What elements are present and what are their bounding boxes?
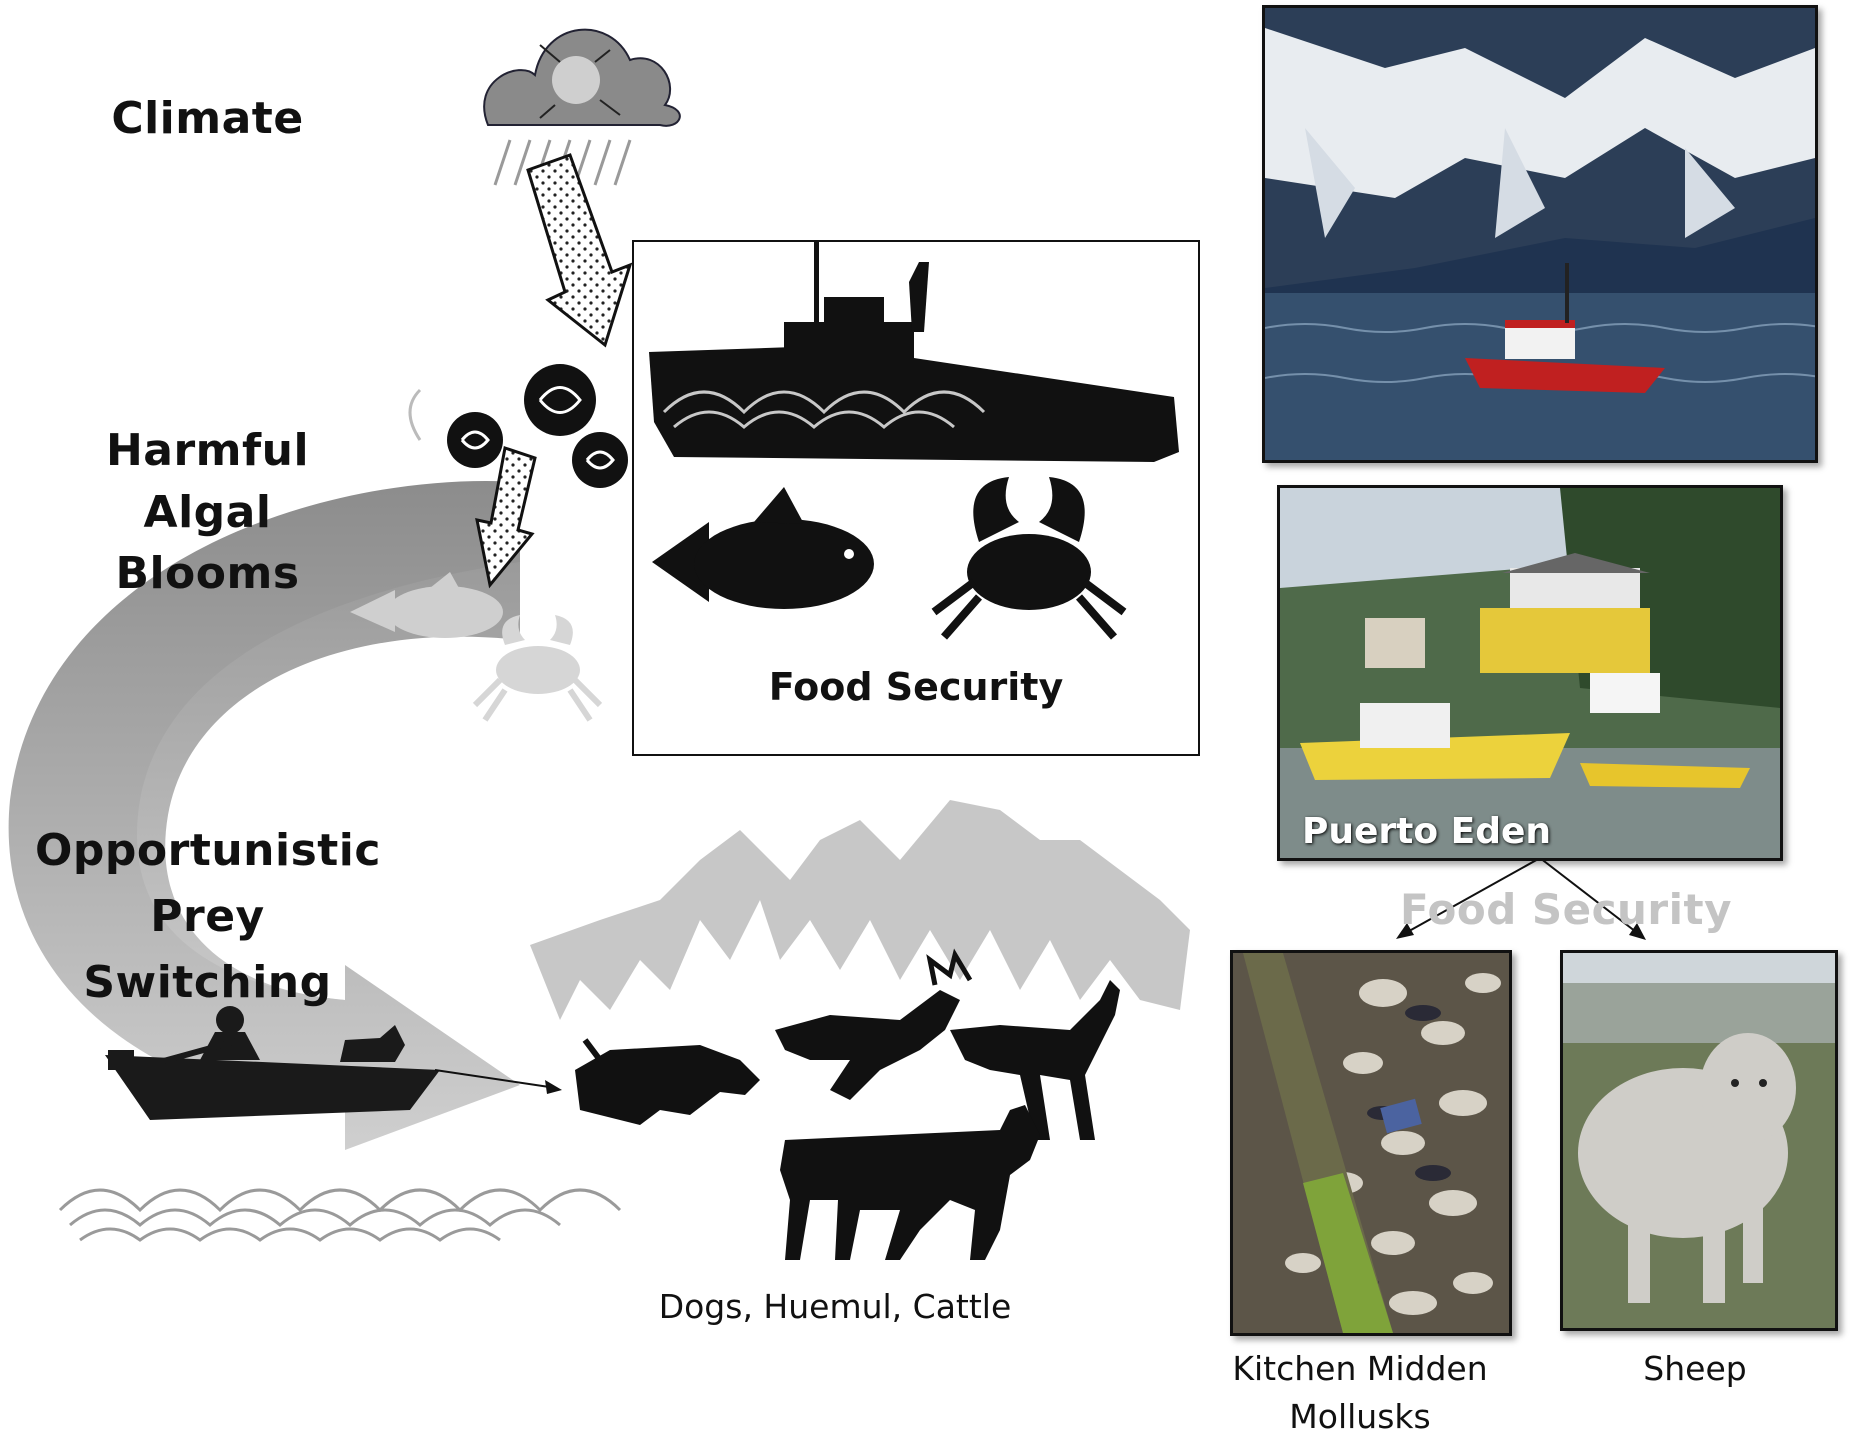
fjord-fishing-boat-photo [1262, 5, 1818, 463]
boat-to-animals-arrow-line [434, 1069, 557, 1089]
opportunistic-prey-switching-label: Opportunistic Prey Switching [35, 818, 380, 1016]
sheep-photo [1560, 950, 1838, 1331]
puerto-eden-label: Puerto Eden [1302, 811, 1552, 852]
opportunistic-line-1: Opportunistic [35, 825, 381, 876]
cloud-icon [483, 28, 681, 127]
crab-icon [931, 477, 1127, 640]
fishing-boat-waves [662, 390, 986, 429]
fjord-photo-illustration [1265, 8, 1815, 460]
algal-cells-icon [408, 364, 654, 488]
climate-label: Climate [111, 93, 304, 144]
waves-decoration [58, 1188, 622, 1242]
mollusks-photo-illustration [1233, 953, 1509, 1333]
climate-to-blooms-arrow [526, 153, 633, 348]
fish-icon [652, 487, 874, 609]
huemul-standing-silhouette [950, 980, 1120, 1140]
sheep-icon [1578, 1033, 1796, 1303]
fishing-boat-illustration: Food Security [649, 82, 1179, 709]
faded-crab-icon [472, 615, 603, 722]
puerto-eden-photo-illustration [1280, 488, 1780, 858]
boat-to-animals-arrowhead [545, 1080, 562, 1094]
sheep-caption: Sheep [1643, 1349, 1747, 1388]
kitchen-midden-mollusks-photo [1230, 950, 1512, 1336]
eden-to-sheep-arrow [1539, 857, 1646, 940]
mollusks-caption-line-2: Mollusks [1289, 1396, 1431, 1436]
puerto-eden-photo: Puerto Eden [1277, 485, 1783, 861]
mountains-silhouette [530, 800, 1190, 1020]
kitchen-midden-mollusks-caption: Kitchen Midden Mollusks [1205, 1345, 1515, 1441]
cattle-silhouette [780, 1105, 1040, 1260]
food-security-box: Food Security [632, 82, 1200, 756]
boat-silhouette [105, 1006, 440, 1120]
blooms-to-seafood-arrow [475, 446, 537, 589]
harmful-algal-blooms-line-1: Harmful Algal [105, 425, 310, 538]
harmful-algal-blooms-line-2: Blooms [115, 548, 300, 600]
food-security-box-label: Food Security [769, 665, 1064, 709]
prey-animals-caption: Dogs, Huemul, Cattle [658, 1287, 1012, 1326]
dog-silhouette [575, 1038, 760, 1125]
harmful-algal-blooms-label: Harmful Algal Blooms [40, 420, 375, 605]
fishing-boat-silhouette [649, 82, 1179, 462]
opportunistic-line-2: Prey [150, 891, 265, 942]
eden-to-mollusks-arrow [1396, 857, 1541, 939]
mollusks-caption-line-1: Kitchen Midden [1232, 1349, 1488, 1388]
opportunistic-line-3: Switching [83, 957, 332, 1008]
huemul-running-silhouette [775, 948, 973, 1100]
sheep-photo-illustration [1563, 953, 1835, 1328]
red-fishing-boat-icon [1465, 263, 1665, 393]
faded-fish-icon [350, 572, 503, 638]
food-security-faded-label: Food Security [1400, 885, 1732, 934]
